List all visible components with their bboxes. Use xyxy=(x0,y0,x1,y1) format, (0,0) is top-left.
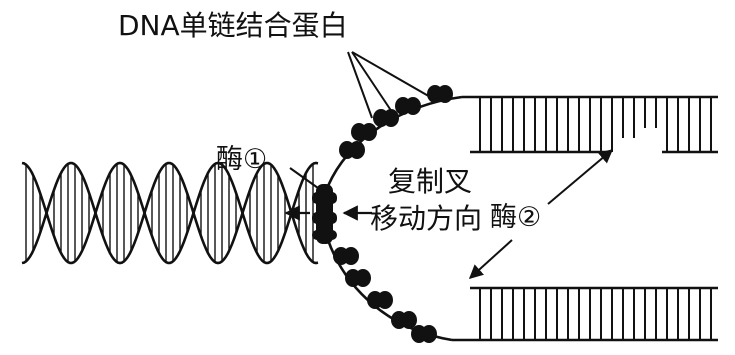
upper-daughter-duplex xyxy=(462,95,718,154)
helix-strand-b xyxy=(21,161,319,265)
enzyme1-pointer xyxy=(289,167,319,189)
ssb-protein xyxy=(377,291,393,309)
ssb-pointer-1 xyxy=(351,51,393,113)
single-strand-binding-proteins xyxy=(333,85,453,343)
ssb-protein xyxy=(405,97,421,115)
label-replication-fork: 复制叉 xyxy=(388,165,473,198)
parental-double-helix xyxy=(21,161,319,265)
ssb-pointer-2 xyxy=(351,51,433,99)
ssb-protein xyxy=(421,325,437,343)
label-movement-direction: 移动方向 xyxy=(370,202,483,235)
ssb-pointer-3 xyxy=(347,51,373,119)
lower-daughter-duplex xyxy=(452,286,718,342)
label-enzyme-2: 酶② xyxy=(490,202,542,233)
ssb-protein xyxy=(401,311,417,329)
helix-base-pairs xyxy=(25,163,314,263)
ssb-protein xyxy=(361,123,377,141)
enzyme2-arrow-upper xyxy=(547,149,614,205)
ssb-protein xyxy=(349,141,365,159)
label-dna-ssb: DNA单链结合蛋白 xyxy=(118,9,348,42)
enzyme-1-helicase xyxy=(312,184,337,244)
ssb-protein xyxy=(437,85,453,103)
ssb-protein xyxy=(343,247,359,265)
lower-base-pairs xyxy=(479,288,712,340)
label-enzyme-1: 酶① xyxy=(216,144,268,175)
helix-strand-a xyxy=(21,161,319,265)
enzyme2-arrow-lower xyxy=(468,239,513,279)
ssb-protein xyxy=(383,109,399,127)
ssb-protein xyxy=(355,269,371,287)
upper-base-pairs xyxy=(479,97,712,152)
